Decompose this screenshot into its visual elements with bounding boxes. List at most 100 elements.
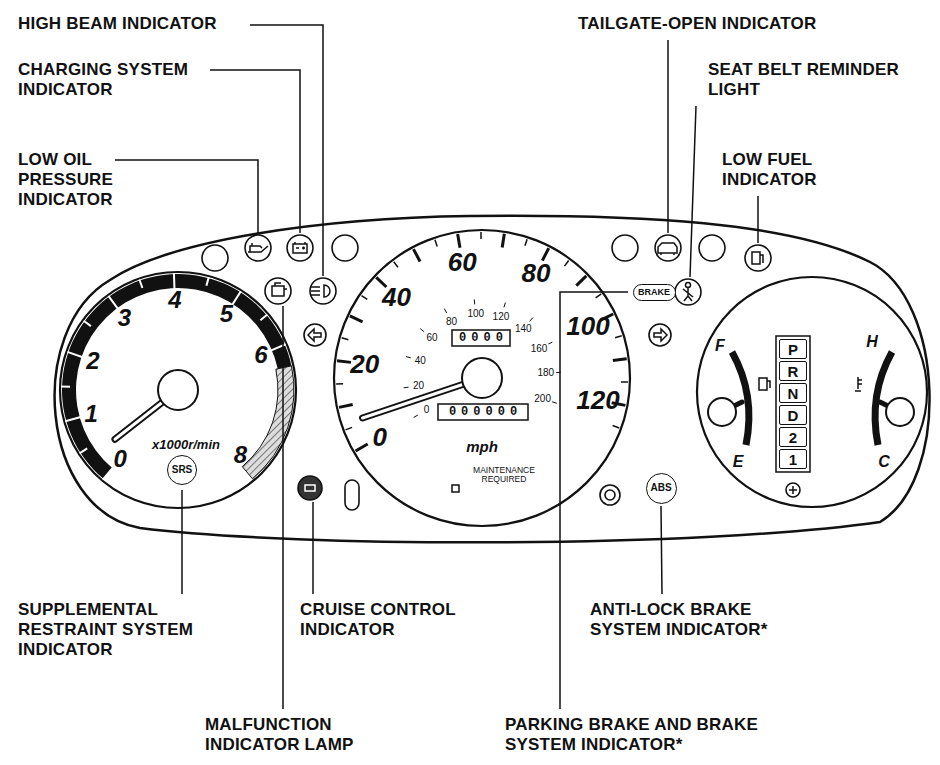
speed-tick bbox=[413, 249, 420, 261]
kmh-tick bbox=[552, 402, 557, 404]
tach-number: 6 bbox=[254, 343, 267, 367]
indicator-text: 1 bbox=[789, 452, 797, 467]
leader-line bbox=[690, 106, 696, 277]
gauge-hub bbox=[708, 398, 914, 426]
kmh-tick bbox=[414, 415, 418, 418]
indicator-lamp bbox=[675, 279, 701, 305]
gauge-hub bbox=[462, 358, 502, 398]
indicator-text: P bbox=[788, 342, 798, 357]
leader-line bbox=[282, 306, 284, 709]
indicator-lamp bbox=[649, 324, 671, 346]
indicator-lamp bbox=[202, 235, 800, 510]
gear-position-box: 2 bbox=[779, 427, 807, 447]
speed-tick bbox=[613, 359, 627, 361]
kmh-number: 180 bbox=[536, 368, 555, 378]
speed-tick bbox=[362, 296, 368, 300]
lamp-symbol bbox=[789, 486, 797, 494]
gauge-hub bbox=[708, 398, 736, 426]
gauge-letter: F bbox=[715, 338, 725, 354]
speed-tick bbox=[615, 336, 622, 338]
speed-tick bbox=[596, 294, 602, 298]
lamp-symbol bbox=[308, 329, 321, 341]
cluster-housing bbox=[55, 216, 930, 543]
tach-tick bbox=[232, 291, 241, 305]
callout-label: PARKING BRAKE AND BRAKE SYSTEM INDICATOR… bbox=[505, 715, 825, 755]
leader-line bbox=[560, 292, 628, 709]
indicator-text: ABS bbox=[650, 483, 671, 493]
tach-tick bbox=[139, 280, 142, 288]
indicator-text: D bbox=[788, 408, 799, 423]
kmh-number: 100 bbox=[466, 309, 485, 319]
kmh-tick bbox=[474, 299, 475, 304]
indicator-text: N bbox=[788, 386, 799, 401]
leader-line bbox=[757, 196, 759, 243]
kmh-number: 160 bbox=[530, 344, 549, 354]
gear-position-box: D bbox=[779, 405, 807, 425]
lamp-symbol bbox=[272, 283, 287, 296]
lamp-symbol bbox=[683, 288, 693, 301]
kmh-number: 200 bbox=[533, 394, 552, 404]
gauge-face bbox=[60, 230, 927, 526]
lamp-symbol bbox=[658, 243, 677, 255]
lamp-symbol bbox=[855, 377, 862, 391]
tach-number: 0 bbox=[113, 447, 126, 471]
kmh-number: 60 bbox=[425, 333, 438, 343]
speed-tick bbox=[350, 316, 363, 322]
lamp-symbol bbox=[311, 285, 330, 297]
indicator-lamp bbox=[600, 485, 620, 505]
callout-label: HIGH BEAM INDICATOR bbox=[18, 14, 318, 34]
brake-lamp: BRAKE bbox=[633, 284, 676, 301]
indicator-lamp bbox=[332, 235, 358, 261]
lamp-symbol bbox=[767, 381, 770, 388]
gauge-face bbox=[334, 230, 630, 526]
gauge-hub bbox=[158, 370, 198, 410]
indicator-lamp bbox=[310, 278, 336, 304]
lamp-symbol bbox=[248, 243, 268, 252]
odometer-window bbox=[438, 404, 528, 420]
kmh-number: 120 bbox=[492, 312, 511, 322]
kmh-number: 140 bbox=[514, 324, 533, 334]
gauge-face bbox=[60, 272, 296, 508]
tach-tick bbox=[103, 467, 114, 480]
tach-tick bbox=[67, 352, 83, 358]
indicator-lamp bbox=[202, 245, 228, 271]
gauge-letter: H bbox=[866, 334, 878, 350]
gear-position-box: N bbox=[779, 383, 807, 403]
callout-label: LOW FUEL INDICATOR bbox=[722, 150, 862, 190]
lamp-symbol bbox=[760, 255, 763, 263]
kmh-tick bbox=[548, 342, 552, 344]
red-zone bbox=[242, 366, 294, 479]
tach-tick bbox=[80, 448, 88, 453]
tach-tick bbox=[206, 277, 208, 286]
speed-tick bbox=[435, 240, 437, 247]
lamp-symbol bbox=[248, 242, 862, 494]
indicator-lamp bbox=[612, 235, 638, 261]
tach-number: 3 bbox=[118, 306, 131, 330]
gear-position-box: P bbox=[779, 339, 807, 359]
indicator-lamp bbox=[786, 483, 800, 497]
indicator-text: 2 bbox=[789, 430, 797, 445]
tach-tick bbox=[260, 314, 267, 320]
speed-tick bbox=[394, 262, 398, 268]
indicator-lamp bbox=[345, 480, 359, 510]
tach-number: 2 bbox=[86, 349, 99, 373]
abs-lamp: ABS bbox=[646, 473, 677, 504]
fuel-temp-scale bbox=[732, 352, 892, 445]
speed-tick bbox=[339, 405, 353, 408]
indicator-text: BRAKE bbox=[638, 288, 670, 297]
speed-tick bbox=[502, 234, 504, 248]
callout-label: SUPPLEMENTAL RESTRAINT SYSTEM INDICATOR bbox=[18, 600, 248, 660]
odometer-digits: 000000 bbox=[444, 406, 522, 418]
tach-number: 5 bbox=[220, 302, 233, 326]
leader-line bbox=[667, 40, 669, 233]
speed-number: 120 bbox=[576, 387, 619, 413]
gauge-needle bbox=[722, 402, 900, 412]
indicator-lamp bbox=[265, 278, 291, 304]
indicator-text: R bbox=[788, 364, 799, 379]
gauge-face bbox=[697, 277, 927, 507]
tach-number: 8 bbox=[234, 443, 247, 467]
kmh-tick bbox=[404, 387, 409, 389]
speed-number: 60 bbox=[448, 249, 477, 275]
indicator-lamp bbox=[745, 245, 771, 271]
speed-tick bbox=[356, 444, 368, 451]
